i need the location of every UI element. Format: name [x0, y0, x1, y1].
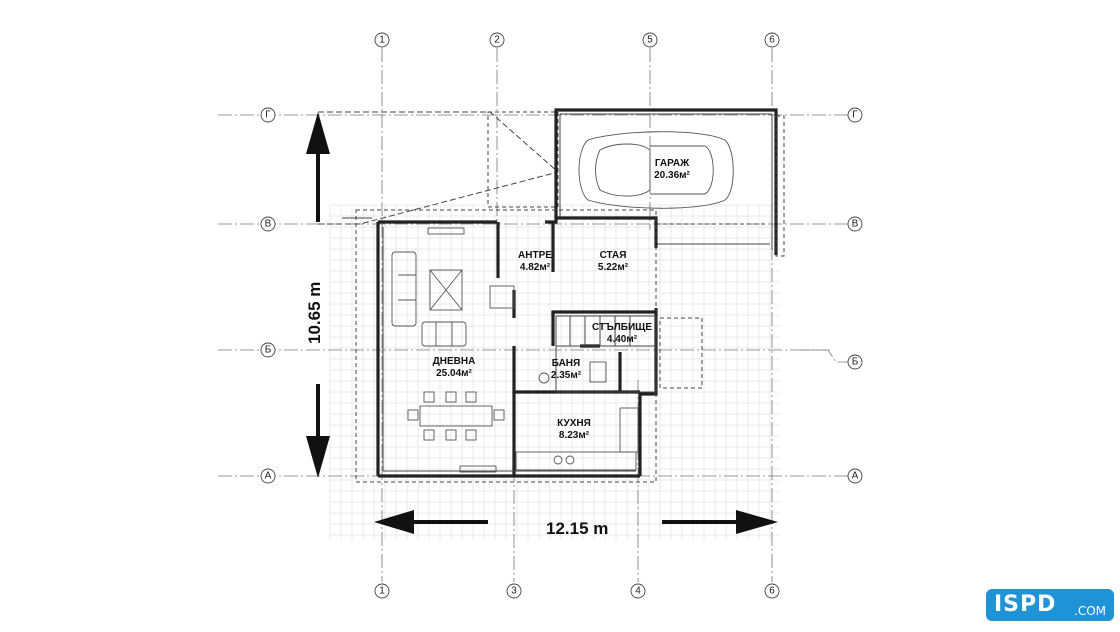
- axis-marker-left-v: В: [260, 216, 276, 232]
- svg-text:5: 5: [647, 35, 653, 46]
- room-label-stairs: СТЪЛБИЩЕ 4.40м²: [592, 322, 652, 345]
- svg-text:ГАРАЖ: ГАРАЖ: [655, 158, 690, 169]
- axis-marker-bottom-6: 6: [764, 583, 780, 599]
- svg-text:Г: Г: [852, 110, 858, 121]
- arrow-up-icon: [306, 112, 330, 222]
- axis-marker-left-a: А: [260, 468, 276, 484]
- axis-marker-bottom-4: 4: [630, 583, 646, 599]
- axis-marker-top-6: 6: [764, 32, 780, 48]
- svg-text:6: 6: [769, 586, 775, 597]
- svg-text:4.82м²: 4.82м²: [520, 262, 551, 273]
- axis-marker-right-a: А: [847, 468, 863, 484]
- svg-text:В: В: [852, 219, 859, 230]
- dimension-height: 10.65 m: [305, 282, 324, 344]
- svg-text:АНТРЕ: АНТРЕ: [518, 250, 552, 261]
- svg-text:БАНЯ: БАНЯ: [552, 358, 580, 369]
- svg-text:1: 1: [379, 35, 385, 46]
- axis-marker-right-v: В: [847, 216, 863, 232]
- axis-marker-left-b: Б: [260, 342, 276, 358]
- svg-text:Г: Г: [265, 110, 271, 121]
- arrow-left-icon: [374, 510, 488, 534]
- logo-main-text: ISPD: [994, 592, 1057, 617]
- kitchen-bath-furniture: [515, 361, 639, 471]
- driveway: [318, 111, 559, 225]
- svg-text:2: 2: [494, 35, 500, 46]
- svg-text:А: А: [265, 471, 272, 482]
- axis-marker-bottom-1: 1: [374, 583, 390, 599]
- svg-text:3: 3: [511, 586, 517, 597]
- svg-text:Б: Б: [265, 345, 272, 356]
- axis-marker-left-g: Г: [260, 107, 276, 123]
- svg-text:2.35м²: 2.35м²: [551, 370, 582, 381]
- svg-text:1: 1: [379, 586, 385, 597]
- axis-marker-right-b: Б: [847, 354, 863, 370]
- svg-text:5.22м²: 5.22м²: [598, 262, 629, 273]
- axis-marker-top-5: 5: [642, 32, 658, 48]
- arrow-down-icon: [306, 384, 330, 478]
- svg-text:ДНЕВНА: ДНЕВНА: [433, 356, 476, 367]
- logo-sub-text: .COM: [1074, 604, 1106, 618]
- svg-text:Б: Б: [852, 357, 859, 368]
- axis-marker-bottom-3: 3: [506, 583, 522, 599]
- svg-text:6: 6: [769, 35, 775, 46]
- svg-text:В: В: [265, 219, 272, 230]
- svg-text:8.23м²: 8.23м²: [559, 430, 590, 441]
- svg-text:20.36м²: 20.36м²: [654, 170, 690, 181]
- staircase: [555, 315, 703, 393]
- svg-text:25.04м²: 25.04м²: [436, 368, 472, 379]
- svg-text:4.40м²: 4.40м²: [607, 334, 638, 345]
- car-icon: [578, 131, 734, 209]
- svg-text:А: А: [852, 471, 859, 482]
- room-label-entrance: АНТРЕ 4.82м²: [518, 250, 552, 273]
- dimension-width: 12.15 m: [546, 519, 608, 538]
- axis-marker-right-g: Г: [847, 107, 863, 123]
- site-logo[interactable]: ISPD .COM: [986, 589, 1114, 621]
- site-grid: [329, 204, 780, 540]
- room-label-bath: БАНЯ 2.35м²: [551, 358, 582, 381]
- svg-text:КУХНЯ: КУХНЯ: [557, 418, 591, 429]
- axis-marker-top-1: 1: [374, 32, 390, 48]
- svg-text:СТЪЛБИЩЕ: СТЪЛБИЩЕ: [592, 322, 652, 333]
- room-label-garage: ГАРАЖ 20.36м²: [654, 158, 690, 181]
- room-label-room: СТАЯ 5.22м²: [598, 250, 629, 273]
- arrow-right-icon: [662, 510, 778, 534]
- room-label-kitchen: КУХНЯ 8.23м²: [557, 418, 591, 441]
- svg-text:СТАЯ: СТАЯ: [600, 250, 627, 261]
- room-label-living: ДНЕВНА 25.04м²: [433, 356, 476, 379]
- garage-walls: [554, 108, 785, 257]
- living-furniture: [391, 227, 515, 473]
- svg-text:4: 4: [635, 586, 641, 597]
- axis-marker-top-2: 2: [489, 32, 505, 48]
